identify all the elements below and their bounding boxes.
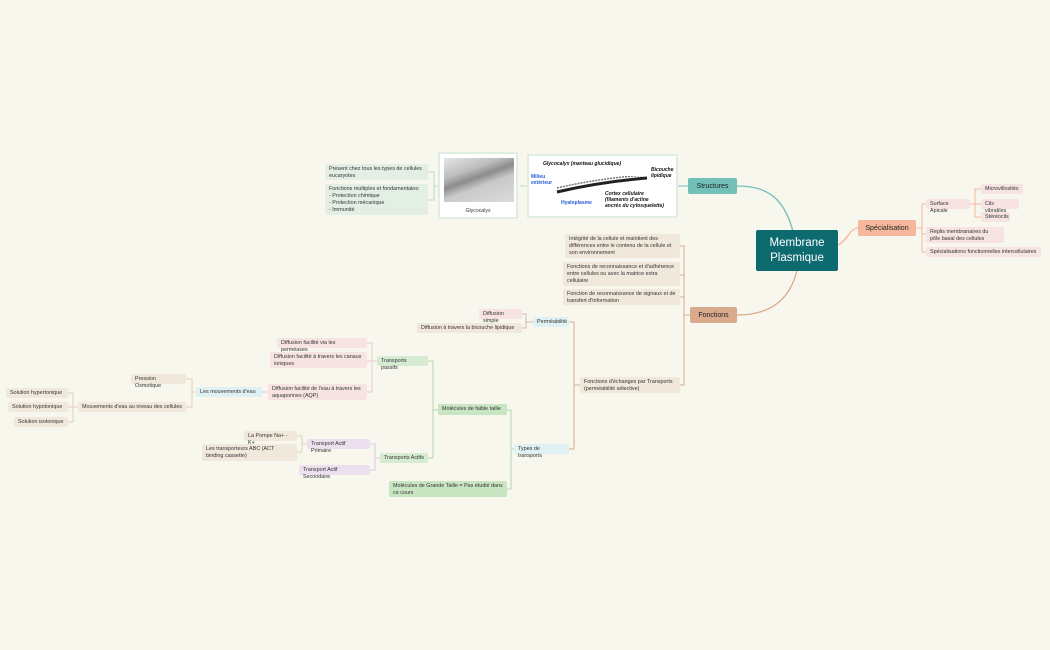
diagram-label-bicouche: Bicouche lipidique (651, 167, 674, 179)
node-stereocils[interactable]: Stéréocils (981, 212, 1010, 222)
node-diffusion-permeases[interactable]: Diffusion facilité via les perméases (277, 338, 367, 353)
node-reconnaissance-signaux[interactable]: Fonction de reconnaissance de signaux et… (563, 289, 680, 305)
membrane-curve-figure (556, 176, 648, 194)
branch-structures[interactable]: Structures (688, 178, 737, 194)
node-cils-vibratiles[interactable]: Cils vibratiles (981, 199, 1019, 214)
node-pression-osmotique[interactable]: Pression Osmotique (131, 374, 186, 389)
node-transporteurs-abc[interactable]: Les transporteurs ABC (ACT binding casse… (202, 444, 297, 461)
membrane-diagram-image[interactable]: Glycocalyx (manteau glucidique) Milieu e… (527, 154, 678, 218)
diagram-label-glycocalyx: Glycocalyx (manteau glucidique) (543, 161, 622, 167)
node-permeabilite[interactable]: Perméabilité (533, 317, 569, 327)
node-diffusion-bicouche[interactable]: Diffusion à travers la bicouche lipidiqu… (417, 323, 522, 333)
node-transports-passifs[interactable]: Transports passifs (377, 356, 428, 371)
diagram-label-cortex: Cortex cellulaire (filaments d'actine an… (605, 191, 664, 209)
node-solution-hypertonique[interactable]: Solution hypertonique (6, 388, 68, 398)
node-molecules-faible-taille[interactable]: Molécules de faible taille (438, 404, 507, 415)
node-types-transports[interactable]: Types de transports (514, 444, 569, 459)
diagram-label-hyaloplasme: Hyaloplasme (561, 200, 592, 206)
node-actif-secondaire[interactable]: Transport Actif Secondaire (299, 465, 370, 480)
node-solution-hypotonique[interactable]: Solution hypotonique (8, 402, 68, 412)
node-integrite-cellule[interactable]: Intégrité de la cellule et maintient des… (565, 234, 680, 258)
node-diffusion-eau[interactable]: Diffusion facilité de l'eau à travers le… (268, 384, 367, 400)
branch-specialisation[interactable]: Spécialisation (858, 220, 916, 236)
node-replis-membranaires[interactable]: Replis membranaires du pôle basal des ce… (926, 227, 1004, 243)
node-fonctions-multiples[interactable]: Fonctions multiples et fondamentales: - … (325, 184, 428, 215)
node-fonctions-echanges[interactable]: Fonctions d'échanges par Transports (per… (580, 377, 680, 393)
node-actif-primaire[interactable]: Transport Actif Primaire (307, 439, 370, 454)
node-diffusion-simple[interactable]: Diffusion simple (479, 309, 522, 324)
node-solution-isotonique[interactable]: Solution isotonique (14, 417, 68, 427)
root-node-membrane-plasmique[interactable]: Membrane Plasmique (756, 230, 838, 271)
node-pompe-na-k[interactable]: La Pompe Na+ -K+ (244, 431, 297, 446)
node-reconnaissance-adherence[interactable]: Fonctions de reconnaissance et d'adhéren… (563, 262, 680, 286)
node-transports-actifs[interactable]: Transports Actifs (380, 453, 428, 463)
diagram-label-milieu: Milieu extérieur (531, 174, 553, 186)
branch-fonctions[interactable]: Fonctions (690, 307, 737, 323)
micrograph-photo (444, 158, 514, 202)
micrograph-caption: Glycocalyx (465, 208, 491, 214)
node-surface-apicale[interactable]: Surface Apicale (926, 199, 970, 214)
node-mouvements-eau[interactable]: Les mouvements d'eau (196, 387, 262, 397)
node-microvillosites[interactable]: Microvillosités (981, 184, 1023, 194)
node-specialisations-intercellulaires[interactable]: Spécialisations fonctionnelles intercell… (926, 247, 1041, 257)
node-diffusion-canaux[interactable]: Diffusion facilité à travers les canaux … (270, 352, 367, 368)
node-mouvements-cellules[interactable]: Mouvements d'eau au niveau des cellules (78, 402, 186, 412)
glycocalyx-micrograph[interactable]: Glycocalyx (438, 152, 518, 219)
node-present-eucaryotes[interactable]: Présent chez tous les types de cellules … (325, 164, 428, 180)
node-molecules-grande-taille[interactable]: Molécules de Grande Taille = Pas étudié … (389, 481, 507, 497)
